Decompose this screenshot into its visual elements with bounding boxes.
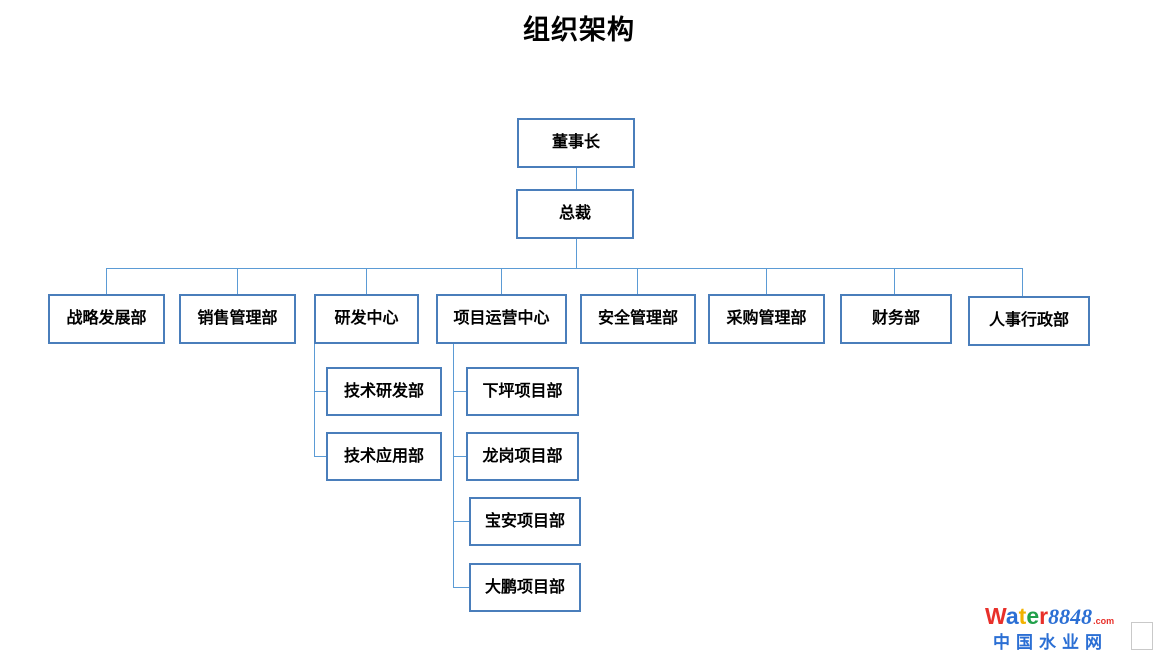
connector-drop-dept4 bbox=[501, 268, 502, 294]
connector-drop-dept7 bbox=[894, 268, 895, 294]
logo-letter-t: t bbox=[1018, 603, 1027, 629]
node-technology-rd-dept[interactable]: 技术研发部 bbox=[326, 367, 442, 416]
node-strategic-development-dept[interactable]: 战略发展部 bbox=[48, 294, 165, 344]
connector-stub-rd2 bbox=[314, 456, 326, 457]
connector-drop-dept5 bbox=[637, 268, 638, 294]
node-sales-management-dept[interactable]: 销售管理部 bbox=[179, 294, 296, 344]
node-rd-center[interactable]: 研发中心 bbox=[314, 294, 419, 344]
node-president[interactable]: 总裁 bbox=[516, 189, 634, 239]
connector-drop-dept2 bbox=[237, 268, 238, 294]
logo-number: 8848 bbox=[1048, 604, 1093, 629]
node-technology-application-dept[interactable]: 技术应用部 bbox=[326, 432, 442, 481]
logo-letter-a: a bbox=[1005, 603, 1019, 629]
connector-stub-pj1 bbox=[453, 391, 466, 392]
connector-bus-horizontal bbox=[106, 268, 1023, 269]
connector-drop-dept3 bbox=[366, 268, 367, 294]
page-title: 组织架构 bbox=[523, 15, 635, 45]
logo-tld: .com bbox=[1093, 616, 1115, 626]
node-xiaping-project-dept[interactable]: 下坪项目部 bbox=[466, 367, 579, 416]
node-hr-administration-dept[interactable]: 人事行政部 bbox=[968, 296, 1090, 346]
connector-spine-projects bbox=[453, 344, 454, 587]
watermark-brand-text: Water8848.com bbox=[985, 603, 1115, 629]
node-longgang-project-dept[interactable]: 龙岗项目部 bbox=[466, 432, 579, 481]
logo-frame-decoration bbox=[1131, 622, 1153, 650]
node-finance-dept[interactable]: 财务部 bbox=[840, 294, 952, 344]
watermark-chinese-name: 中国水业网 bbox=[993, 633, 1108, 652]
connector-drop-dept8 bbox=[1022, 268, 1023, 296]
logo-letter-w: W bbox=[985, 603, 1006, 629]
node-dapeng-project-dept[interactable]: 大鹏项目部 bbox=[469, 563, 581, 612]
logo-letter-e: e bbox=[1026, 603, 1040, 629]
node-safety-management-dept[interactable]: 安全管理部 bbox=[580, 294, 696, 344]
node-baoan-project-dept[interactable]: 宝安项目部 bbox=[469, 497, 581, 546]
logo-letter-r: r bbox=[1039, 603, 1049, 629]
connector-stub-pj4 bbox=[453, 587, 469, 588]
connector-spine-rd bbox=[314, 344, 315, 456]
watermark-logo: Water8848.com 中国水业网 bbox=[985, 604, 1153, 652]
node-project-operations-center[interactable]: 项目运营中心 bbox=[436, 294, 567, 344]
connector-drop-dept6 bbox=[766, 268, 767, 294]
node-chairman[interactable]: 董事长 bbox=[517, 118, 635, 168]
connector-stub-pj3 bbox=[453, 521, 469, 522]
connector-president-bus bbox=[576, 239, 577, 268]
connector-chairman-president bbox=[576, 168, 577, 189]
connector-stub-rd1 bbox=[314, 391, 326, 392]
node-procurement-management-dept[interactable]: 采购管理部 bbox=[708, 294, 825, 344]
connector-stub-pj2 bbox=[453, 456, 466, 457]
connector-drop-dept1 bbox=[106, 268, 107, 294]
